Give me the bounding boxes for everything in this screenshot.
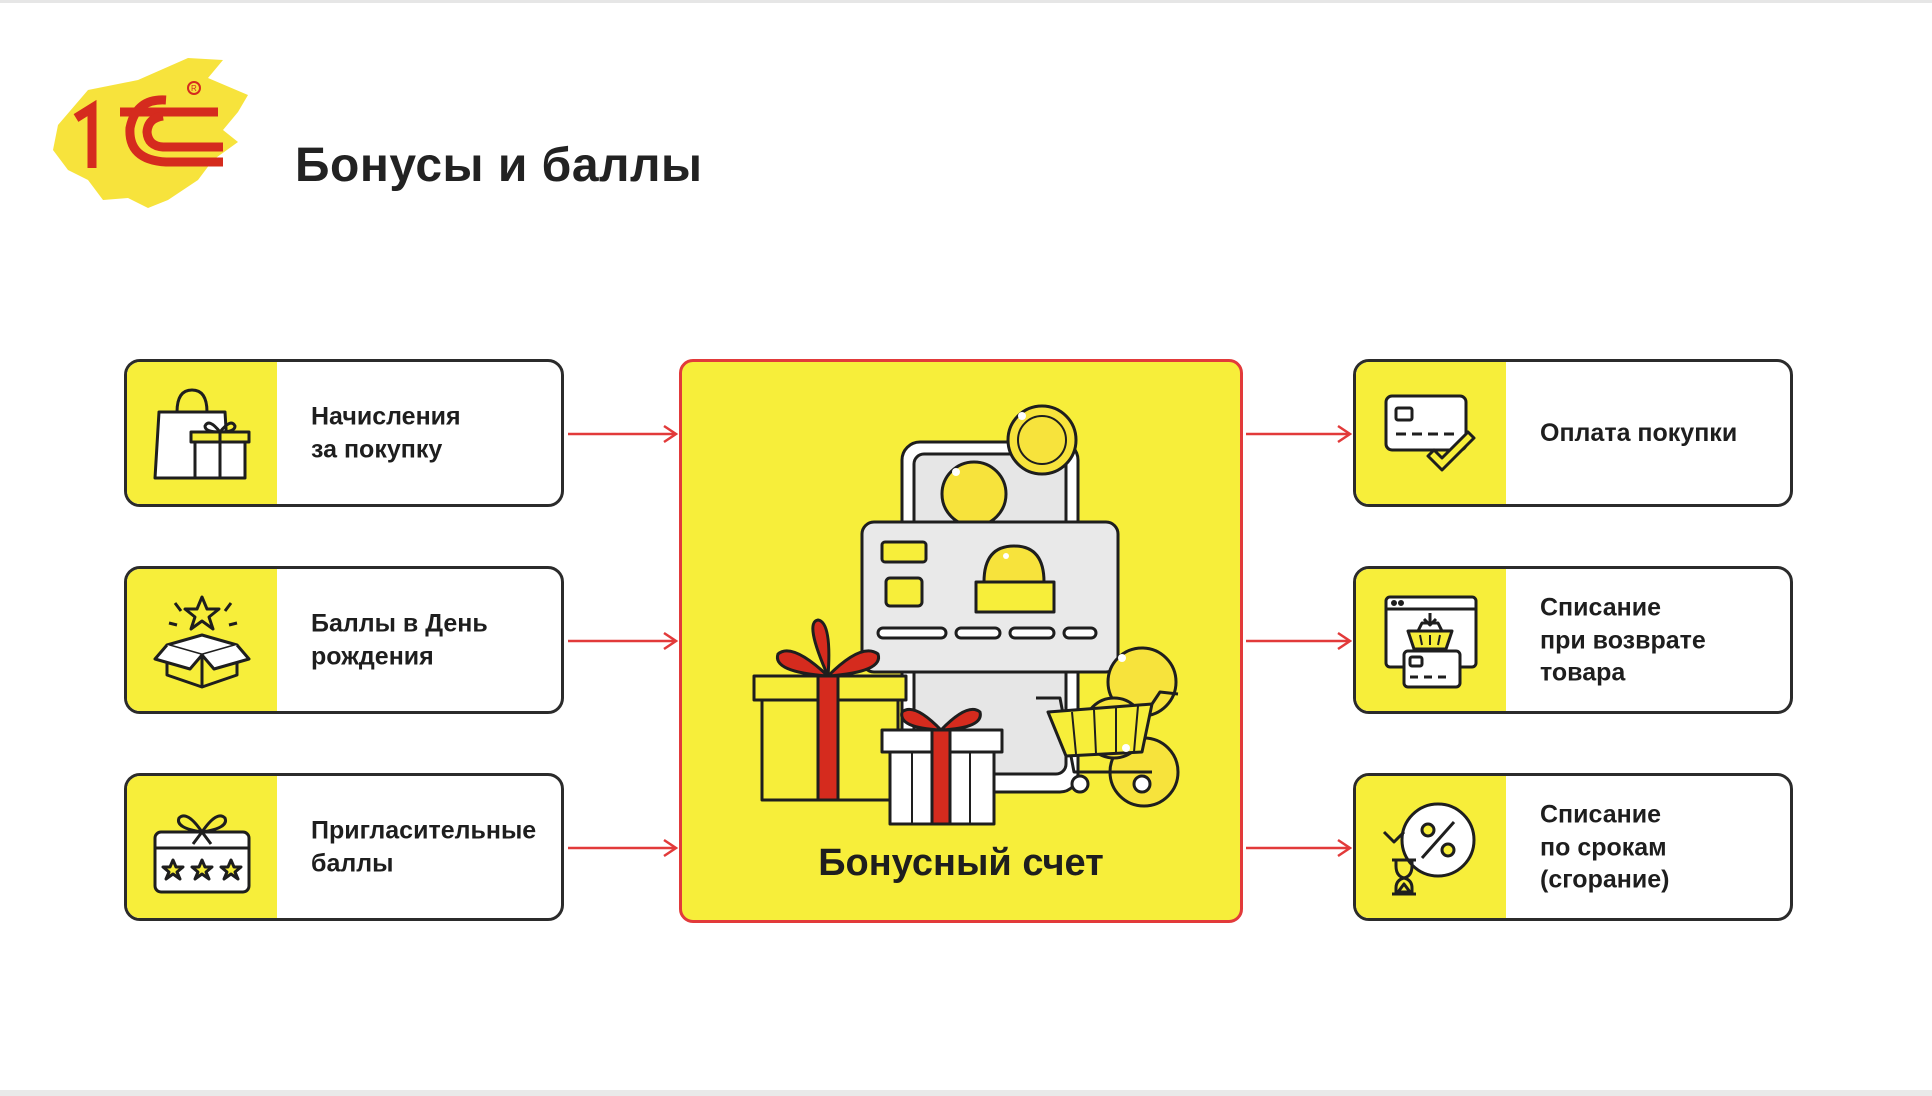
card-label: Пригласительные баллы bbox=[311, 816, 537, 878]
return-basket-card-icon bbox=[1384, 595, 1478, 689]
page-title: Бонусы и баллы bbox=[295, 139, 703, 192]
gift-box-star-icon bbox=[153, 595, 251, 689]
svg-text:R: R bbox=[191, 84, 197, 93]
card-invitation-points: Пригласительные баллы bbox=[124, 773, 564, 921]
bonus-account-illustration bbox=[752, 404, 1180, 826]
bottom-divider bbox=[0, 1090, 1932, 1096]
card-label: Списание по срокам (сгорание) bbox=[1540, 800, 1670, 894]
bonus-account-title: Бонусный счет bbox=[818, 842, 1104, 884]
invite-card-stars-icon bbox=[153, 814, 251, 894]
card-label: Начисления за покупку bbox=[311, 402, 461, 464]
card-label: Списание при возврате товара bbox=[1540, 593, 1706, 687]
card-write-off-on-return: Списание при возврате товара bbox=[1353, 566, 1793, 714]
hourglass-percent-icon bbox=[1382, 802, 1476, 896]
top-divider bbox=[0, 0, 1932, 3]
card-label: Оплата покупки bbox=[1540, 418, 1738, 447]
card-label: Баллы в День рождения bbox=[311, 609, 488, 671]
card-check-icon bbox=[1384, 394, 1476, 472]
1c-logo: R bbox=[53, 58, 248, 208]
card-write-off-by-expiry: Списание по срокам (сгорание) bbox=[1353, 773, 1793, 921]
card-purchase-payment: Оплата покупки bbox=[1353, 359, 1793, 507]
bonus-account-block: Бонусный счет bbox=[679, 359, 1243, 923]
shopping-bag-gift-icon bbox=[153, 388, 251, 480]
card-accrual-for-purchase: Начисления за покупку bbox=[124, 359, 564, 507]
card-birthday-points: Баллы в День рождения bbox=[124, 566, 564, 714]
